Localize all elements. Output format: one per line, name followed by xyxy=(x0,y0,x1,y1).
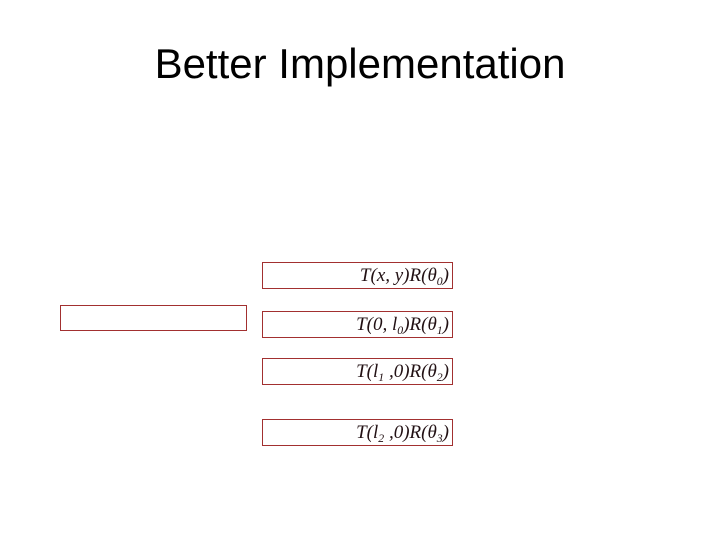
formula-box-translation-rotation-3: T(l2 ,0)R(θ3) xyxy=(262,419,453,446)
formula-box-translation-rotation-1: T(0, l0)R(θ1) xyxy=(262,311,453,338)
formula-box-translation-rotation-0: T(x, y)R(θ0) xyxy=(262,262,453,289)
formula-text: T(x, y)R(θ0) xyxy=(359,265,449,289)
formula-text: T(l2 ,0)R(θ3) xyxy=(356,422,449,446)
empty-label-box xyxy=(60,305,247,331)
slide-title: Better Implementation xyxy=(154,40,566,87)
formula-box-translation-rotation-2: T(l1 ,0)R(θ2) xyxy=(262,358,453,385)
formula-text: T(l1 ,0)R(θ2) xyxy=(356,361,449,385)
formula-text: T(0, l0)R(θ1) xyxy=(356,314,449,338)
